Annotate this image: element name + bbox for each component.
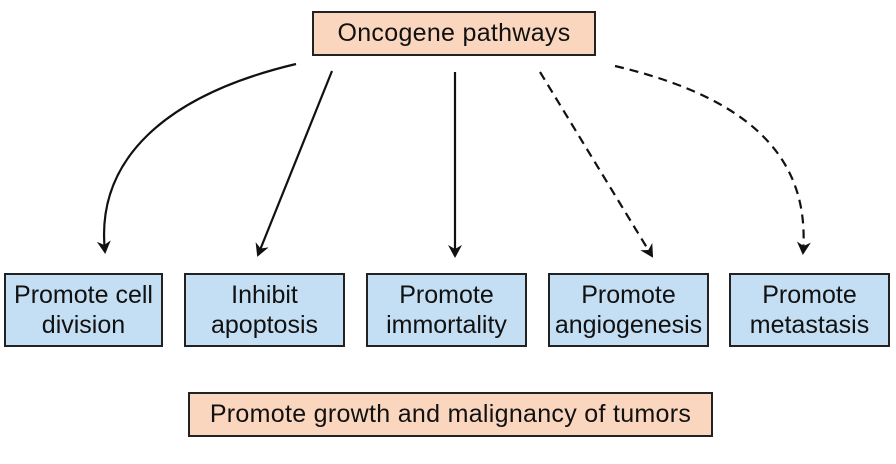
effect-node-angiogenesis: Promote angiogenesis bbox=[548, 273, 709, 347]
effect-node-inhibit-apoptosis: Inhibit apoptosis bbox=[184, 273, 345, 347]
oncogene-pathways-node: Oncogene pathways bbox=[312, 11, 596, 56]
arrow-to-angiogenesis bbox=[539, 71, 654, 258]
arrow-to-apoptosis bbox=[255, 70, 334, 257]
arrow-to-metastasis bbox=[614, 64, 811, 255]
tumor-growth-node: Promote growth and malignancy of tumors bbox=[188, 392, 713, 437]
arrow-to-cell-division bbox=[96, 62, 297, 254]
effect-node-metastasis: Promote metastasis bbox=[729, 273, 890, 347]
effect-node-immortality: Promote immortality bbox=[366, 273, 527, 347]
effect-node-cell-division: Promote cell division bbox=[4, 273, 163, 347]
